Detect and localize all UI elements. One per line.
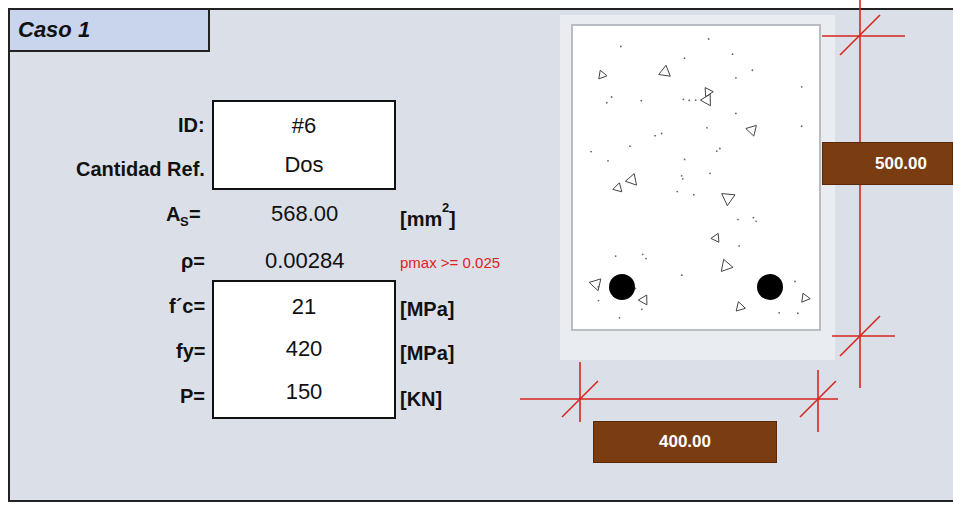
value-text: 150 <box>286 379 323 405</box>
value-text: 21 <box>292 294 316 320</box>
value-text: 400.00 <box>659 432 711 452</box>
dimension-tag: 400.00 <box>593 421 777 463</box>
value-text: 500.00 <box>875 154 927 174</box>
title-text: Caso 1 <box>18 17 90 43</box>
concrete-section <box>572 25 820 330</box>
field-name: f´c= <box>169 295 205 318</box>
field-name: ρ= <box>181 250 205 273</box>
field-name: P= <box>180 385 205 408</box>
rebar <box>609 274 635 300</box>
concrete-texture <box>589 38 810 319</box>
field-name: Cantidad Ref. <box>76 158 205 181</box>
input-box: 21 420 150 <box>212 280 396 419</box>
section-frame <box>560 15 835 360</box>
value-text: Dos <box>284 152 323 178</box>
superscript: 2 <box>442 200 449 215</box>
value-text: 0.00284 <box>265 248 345 274</box>
dimension-tag: 500.00 <box>822 142 953 185</box>
subscript: S <box>180 214 189 229</box>
unit: [mm <box>400 208 442 231</box>
input-box: #6Dos <box>212 100 396 190</box>
field-name: A <box>166 203 180 226</box>
note: pmax >= 0.025 <box>400 254 500 271</box>
unit: [KN] <box>400 388 442 411</box>
rebar <box>757 274 783 300</box>
field-name: fy= <box>176 340 205 363</box>
value-text: 420 <box>286 336 323 362</box>
title-tab: Caso 1 <box>8 8 210 52</box>
unit: ] <box>449 208 456 231</box>
value-text: 568.00 <box>271 201 338 227</box>
field-name: ID: <box>178 114 205 137</box>
dimension-lines <box>520 0 905 432</box>
unit: [MPa] <box>400 342 454 365</box>
value-text: #6 <box>292 113 316 139</box>
unit: [MPa] <box>400 298 454 321</box>
field-name: = <box>189 203 201 226</box>
